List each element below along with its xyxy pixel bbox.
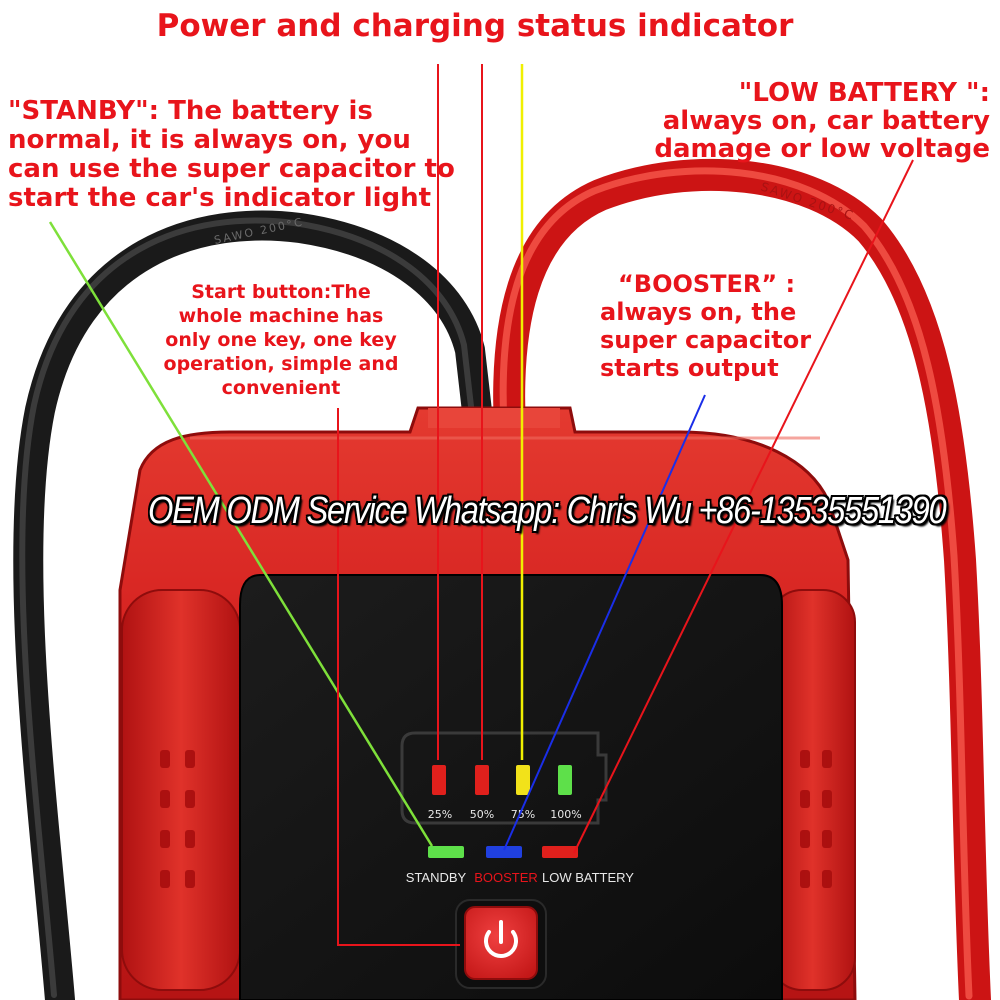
booster-note-line-1: “BOOSTER” : (618, 270, 796, 298)
stanby-note-line-4: start the car's indicator light (8, 183, 432, 213)
low-battery-note-line-1: "LOW BATTERY ": (738, 78, 990, 108)
led-25 (432, 765, 446, 795)
booster-note-line-2: always on, the (600, 298, 797, 326)
low-battery-note-line-2: always on, car battery (662, 106, 990, 136)
standby-label: STANDBY (406, 870, 467, 885)
led-100 (558, 765, 572, 795)
booster-note-line-4: starts output (600, 354, 779, 382)
watermark-text: OEM ODM Service Whatsapp: Chris Wu +86-1… (148, 490, 947, 532)
callout-standby (48, 221, 434, 847)
low-battery-label: LOW BATTERY (542, 870, 634, 885)
stanby-note-line-1: "STANBY": The battery is (8, 96, 373, 126)
level-50-label: 50% (470, 808, 494, 821)
start-note-line-3: only one key, one key (165, 329, 397, 351)
start-note-line-5: convenient (221, 377, 341, 399)
power-icon (484, 920, 518, 958)
level-25-label: 25% (428, 808, 452, 821)
start-note-line-4: operation, simple and (163, 353, 399, 375)
callout-low-battery (573, 159, 914, 854)
level-leds: 25% 50% 75% 100% (428, 765, 582, 821)
led-75 (516, 765, 530, 795)
callout-lines (48, 64, 914, 946)
black-cable: SAWO 200°C (13, 210, 493, 1000)
standby-led (428, 846, 464, 858)
power-button[interactable] (455, 899, 547, 989)
low-battery-note-line-3: damage or low voltage (654, 134, 990, 164)
status-leds: STANDBY BOOSTER LOW BATTERY (406, 846, 634, 885)
stanby-note-line-2: normal, it is always on, you (8, 125, 411, 155)
booster-note-line-3: super capacitor (600, 326, 812, 354)
level-100-label: 100% (550, 808, 581, 821)
page-title: Power and charging status indicator (156, 8, 794, 44)
start-note-line-1: Start button:The (191, 281, 371, 303)
booster-label: BOOSTER (474, 870, 538, 885)
led-50 (475, 765, 489, 795)
low-battery-led (542, 846, 578, 858)
start-note-line-2: whole machine has (178, 305, 384, 327)
callout-booster (503, 394, 706, 851)
booster-led (486, 846, 522, 858)
callout-start-button (337, 408, 460, 946)
stanby-note-line-3: can use the super capacitor to (8, 154, 455, 184)
level-75-label: 75% (511, 808, 535, 821)
